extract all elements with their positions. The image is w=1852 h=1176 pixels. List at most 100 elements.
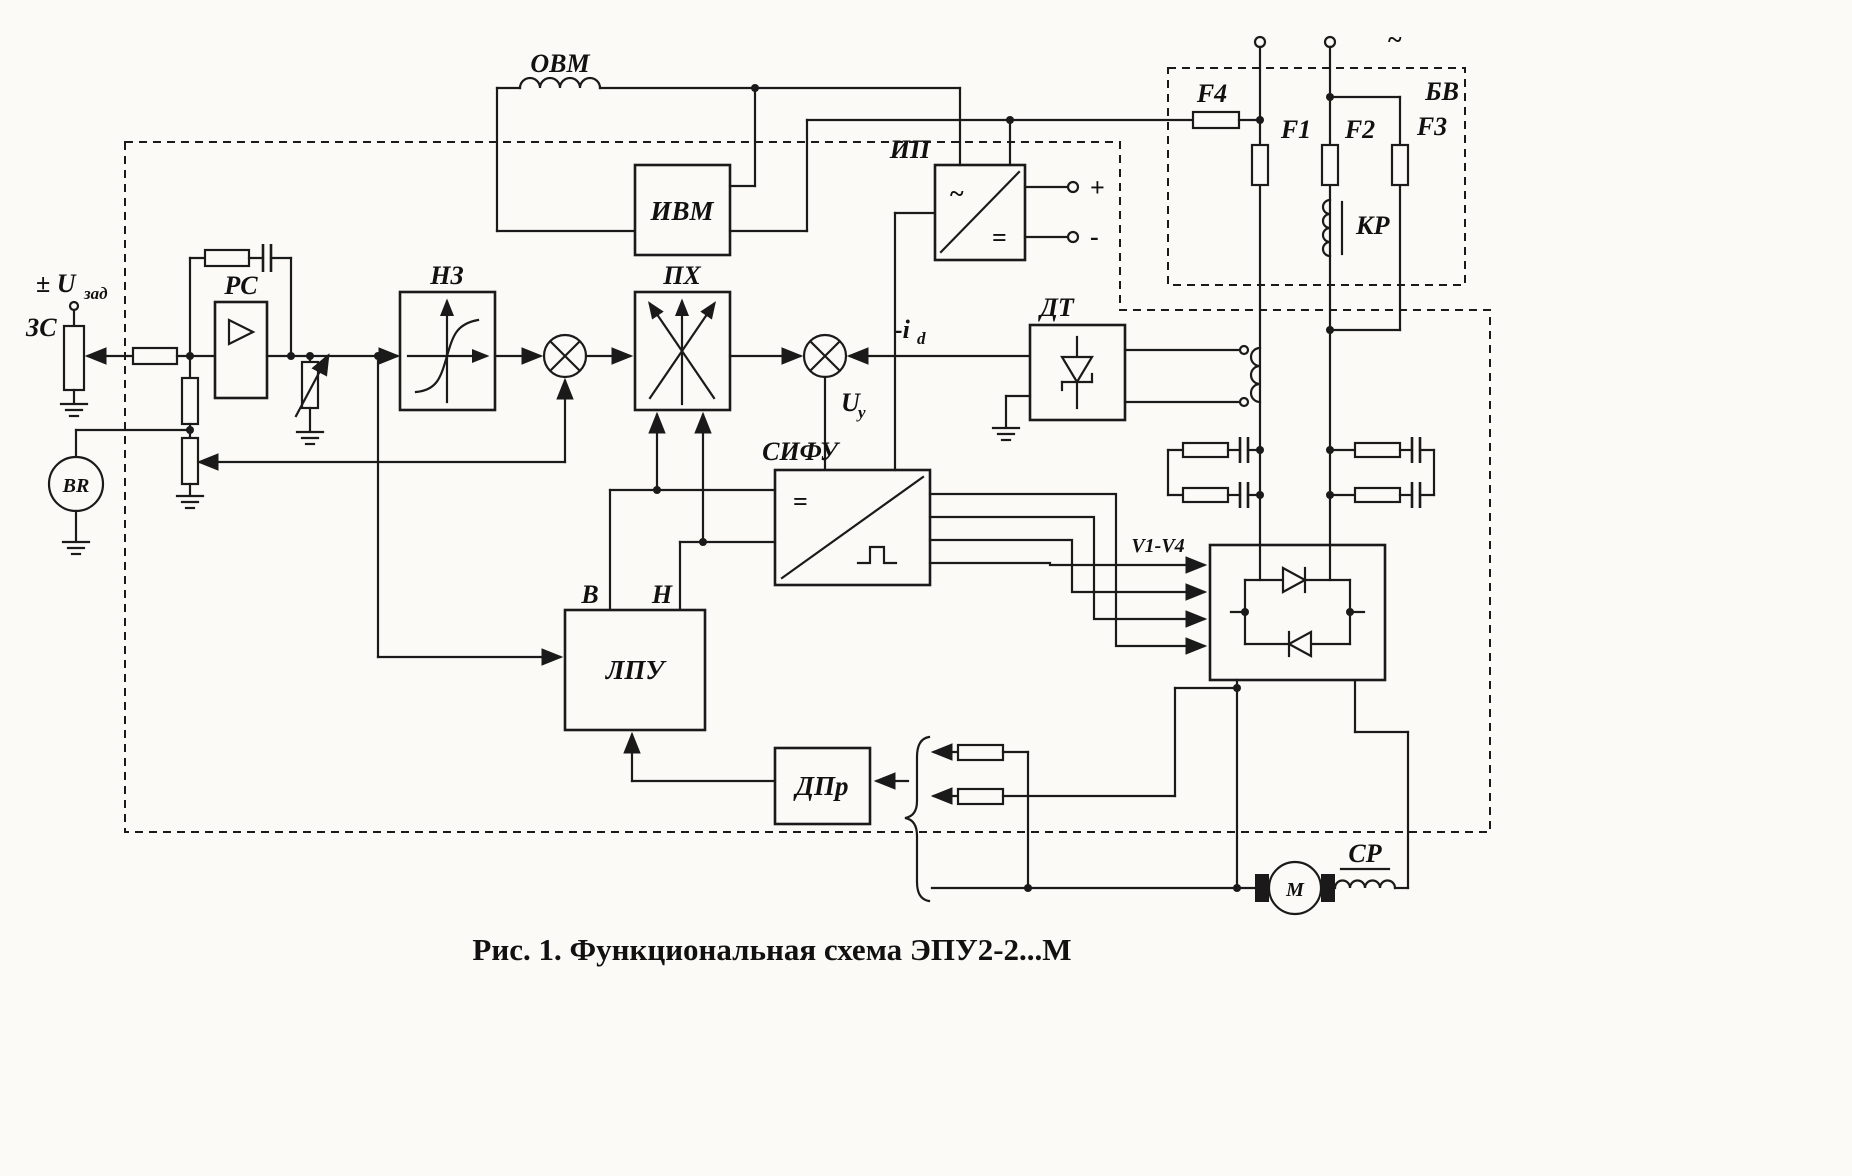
f2-label: F2 bbox=[1344, 115, 1375, 144]
f4-supply-line: F4 bbox=[805, 79, 1262, 130]
pulse-icon bbox=[856, 545, 898, 565]
mains-terminal-1 bbox=[1253, 35, 1267, 49]
sr-coil-icon bbox=[1333, 879, 1397, 890]
zs-potentiometer-body bbox=[62, 324, 86, 392]
ip-label: ИП bbox=[889, 135, 931, 164]
motor-brush-left bbox=[1255, 874, 1269, 902]
uy-sub-label: у bbox=[856, 403, 866, 422]
f3-label: F3 bbox=[1416, 112, 1447, 141]
sr-label: СР bbox=[1348, 839, 1382, 868]
rs-regulator-block: РС bbox=[213, 271, 401, 400]
phase-line-1: F1 bbox=[1249, 35, 1311, 547]
branch-to-lpu bbox=[376, 354, 564, 666]
dt-winding-terminal-top bbox=[1238, 344, 1250, 356]
dt-winding-terminal-bottom bbox=[1238, 396, 1250, 408]
br-tachogenerator: BR bbox=[47, 428, 192, 556]
rs-feedback-rc bbox=[188, 244, 293, 358]
lpu-label: ЛПУ bbox=[605, 655, 668, 685]
multiplier-1 bbox=[493, 333, 634, 379]
saturation-curve-icon bbox=[414, 318, 480, 394]
thyristor-up-icon bbox=[1281, 566, 1308, 594]
lpu-block: ЛПУ В Н bbox=[563, 580, 707, 732]
nz-label: НЗ bbox=[429, 261, 463, 290]
dpr-block: ДПр bbox=[623, 731, 910, 826]
ground-br bbox=[61, 540, 91, 556]
u-set-label: ± U bbox=[36, 269, 77, 298]
dt-block: ДТ bbox=[991, 293, 1250, 442]
cable-brace bbox=[904, 735, 931, 903]
ivm-block: ИВМ bbox=[633, 86, 809, 257]
input-resistor bbox=[131, 346, 217, 366]
sifu-label: СИФУ bbox=[762, 437, 841, 466]
ovm-field-winding: ОВМ bbox=[495, 49, 962, 233]
motor-brush-right bbox=[1321, 874, 1335, 902]
speed-setter-zs: ± U зад ЗС bbox=[25, 269, 135, 418]
br-label: BR bbox=[62, 475, 90, 497]
kr-label: КР bbox=[1355, 211, 1391, 240]
snubber-right bbox=[1328, 437, 1436, 508]
thyristor-block bbox=[1208, 543, 1410, 890]
phase-line-3: F3 bbox=[1328, 95, 1447, 332]
fuse-f1 bbox=[1250, 143, 1270, 187]
zs-label: ЗС bbox=[25, 313, 57, 342]
px-label: ПХ bbox=[662, 261, 701, 290]
ground-shunt bbox=[295, 430, 325, 446]
multiplier-2: U у bbox=[802, 333, 866, 472]
gate-pulse-lines: V1-V4 bbox=[928, 492, 1208, 655]
sifu-eq-symbol: = bbox=[793, 487, 808, 516]
bv-dashed-box: БВ bbox=[1167, 67, 1466, 286]
id-sub-label: d bbox=[917, 329, 926, 348]
kr-reactor-coil-icon bbox=[1321, 198, 1332, 258]
dt-label: ДТ bbox=[1038, 293, 1075, 322]
f1-label: F1 bbox=[1280, 115, 1311, 144]
snubber-left bbox=[1166, 437, 1262, 508]
sensing-resistor-row-1 bbox=[930, 743, 1030, 890]
ground-zs bbox=[59, 402, 89, 418]
fuse-f4 bbox=[1191, 110, 1241, 130]
n-output-label: Н bbox=[651, 580, 673, 609]
ground-dt bbox=[991, 426, 1021, 442]
ip-minus-terminal bbox=[1066, 230, 1080, 244]
id-label: -i bbox=[894, 315, 911, 344]
mains-ac-label: ~ bbox=[1388, 25, 1402, 54]
fuse-f2 bbox=[1320, 143, 1340, 187]
dt-diode-icon bbox=[1060, 355, 1094, 385]
u-set-sub-label: зад bbox=[83, 284, 108, 303]
current-feedback-line: -i d bbox=[846, 315, 1032, 365]
ip-block: ИП ~ = + - bbox=[889, 86, 1105, 262]
feedback-resistor bbox=[203, 248, 251, 268]
ip-ac-symbol: ~ bbox=[950, 179, 964, 208]
main-unit-dashed-border bbox=[124, 141, 1491, 833]
divider-resistor-1 bbox=[180, 376, 200, 426]
ovm-label: ОВМ bbox=[530, 49, 590, 78]
ovm-coil-icon bbox=[518, 76, 602, 90]
junction-dots bbox=[186, 84, 1354, 892]
mains-terminal-2 bbox=[1323, 35, 1337, 49]
sensing-resistor-row-2 bbox=[930, 686, 1239, 806]
nz-block: НЗ bbox=[398, 261, 497, 412]
ground-divider bbox=[175, 494, 205, 510]
motor-circuit: М СР bbox=[930, 839, 1410, 916]
figure-caption: Рис. 1. Функциональная схема ЭПУ2-2...М bbox=[472, 932, 1071, 967]
ivm-label: ИВМ bbox=[649, 196, 714, 226]
dt-winding-icon bbox=[1249, 346, 1262, 404]
v1-v4-label: V1-V4 bbox=[1131, 535, 1184, 557]
phase-line-2: ~ F2 КР bbox=[1320, 25, 1402, 547]
f4-label: F4 bbox=[1196, 79, 1227, 108]
dpr-label: ДПр bbox=[793, 771, 849, 801]
bv-label: БВ bbox=[1424, 77, 1459, 106]
sifu-block: СИФУ = bbox=[608, 211, 937, 612]
uy-label: U bbox=[841, 388, 861, 417]
opamp-triangle-icon bbox=[227, 318, 256, 346]
divider-resistor-2 bbox=[180, 436, 200, 486]
thyristor-down-icon bbox=[1286, 630, 1313, 658]
rs-label: РС bbox=[223, 271, 258, 300]
ip-plus-terminal bbox=[1066, 180, 1080, 194]
px-block: ПХ bbox=[633, 261, 804, 544]
fuse-f3 bbox=[1390, 143, 1410, 187]
ip-dc-symbol: = bbox=[992, 223, 1007, 252]
u-set-terminal bbox=[68, 300, 80, 312]
motor-label: М bbox=[1285, 879, 1305, 901]
